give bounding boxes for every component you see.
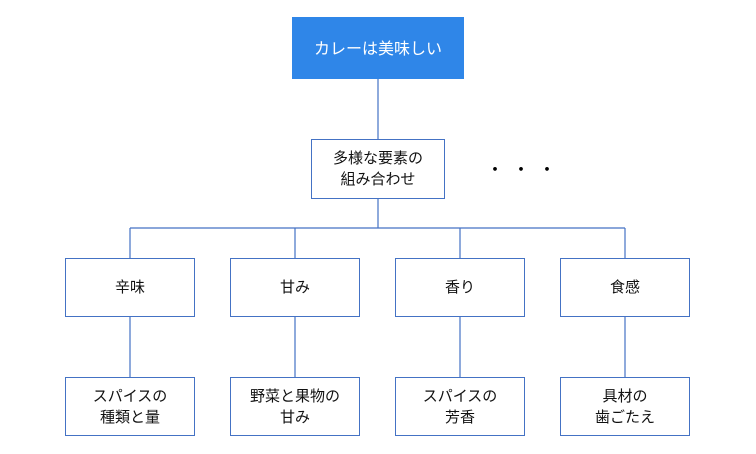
middle-node: 多様な要素の 組み合わせ xyxy=(311,139,445,199)
detail-label: 具材の 歯ごたえ xyxy=(594,386,655,426)
root-node: カレーは美味しい xyxy=(292,17,464,79)
detail-label: 野菜と果物の 甘み xyxy=(249,386,340,426)
category-node-spiciness: 辛味 xyxy=(65,258,195,317)
detail-node-texture: 具材の 歯ごたえ xyxy=(560,377,690,436)
detail-label: スパイスの 芳香 xyxy=(422,386,498,426)
detail-label: スパイスの 種類と量 xyxy=(92,386,168,426)
detail-node-sweetness: 野菜と果物の 甘み xyxy=(230,377,360,436)
detail-node-spiciness: スパイスの 種類と量 xyxy=(65,377,195,436)
category-label: 香り xyxy=(444,278,475,296)
ellipsis: ・・・ xyxy=(486,160,564,181)
category-label: 食感 xyxy=(609,278,640,296)
root-node-label: カレーは美味しい xyxy=(313,38,442,58)
category-label: 甘み xyxy=(279,278,310,296)
category-node-texture: 食感 xyxy=(560,258,690,317)
category-node-sweetness: 甘み xyxy=(230,258,360,317)
detail-node-aroma: スパイスの 芳香 xyxy=(395,377,525,436)
category-node-aroma: 香り xyxy=(395,258,525,317)
middle-node-label: 多様な要素の 組み合わせ xyxy=(332,149,423,188)
category-label: 辛味 xyxy=(114,278,145,296)
